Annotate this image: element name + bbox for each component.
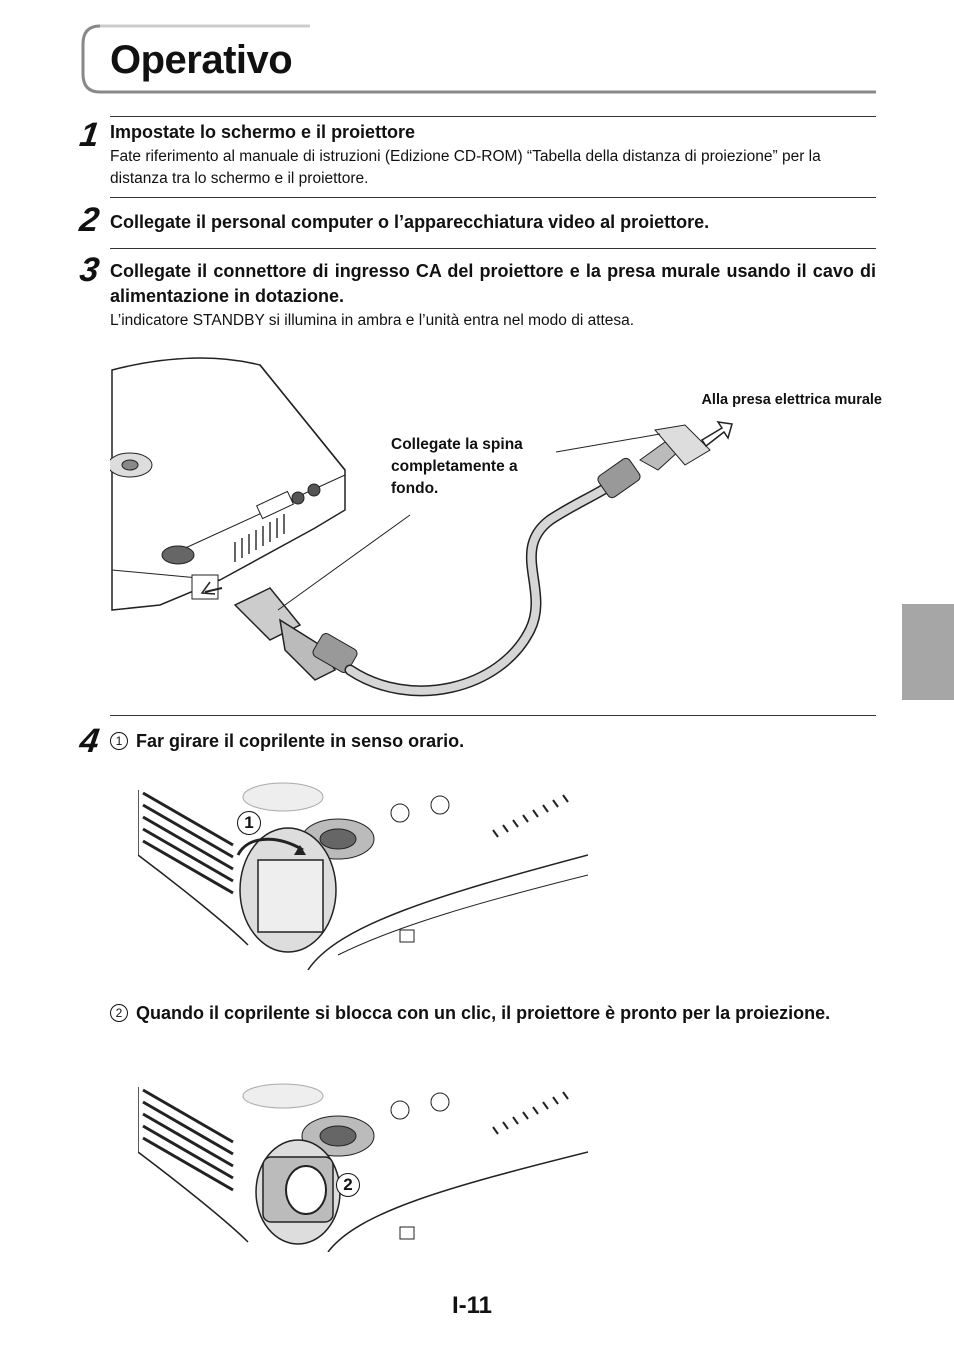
callout-plug: Collegate la spina completamente a fondo… <box>391 436 523 497</box>
step-number: 1 <box>77 116 102 154</box>
step-body: L’indicatore STANDBY si illumina in ambr… <box>110 312 635 329</box>
step-number: 4 <box>77 722 102 760</box>
substep-2: 2 Quando il coprilente si blocca con un c… <box>110 1000 876 1026</box>
divider <box>110 116 876 117</box>
page-number: I-11 <box>452 1292 493 1319</box>
page-title: Operativo <box>110 38 293 82</box>
substep-text: Quando il coprilente si blocca con un cl… <box>136 1003 831 1023</box>
step-number: 3 <box>77 251 102 289</box>
callout-marker: 2 <box>336 1173 360 1197</box>
substep-marker: 2 <box>110 1004 128 1022</box>
lens-cap-locked-illustration: 2 <box>137 1082 589 1253</box>
step-number: 2 <box>77 201 102 239</box>
callout-marker: 1 <box>237 811 261 835</box>
lens-cap-rotate-illustration: 1 <box>137 775 589 971</box>
step-heading: Collegate il connettore di ingresso CA d… <box>110 261 876 306</box>
step-heading: Collegate il personal computer o l’appar… <box>110 212 710 232</box>
divider <box>110 197 876 198</box>
callout-outlet: Alla presa elettrica murale <box>701 392 882 408</box>
section-tab <box>902 604 954 700</box>
divider <box>110 248 876 249</box>
divider <box>110 715 876 716</box>
substep-1: 1 Far girare il coprilente in senso orari… <box>110 728 876 754</box>
title-frame <box>80 24 876 94</box>
step-body: Fate riferimento al manuale di istruzion… <box>110 148 821 187</box>
step-heading: Impostate lo schermo e il proiettore <box>110 122 416 142</box>
power-connection-illustration: Collegate la spina completamente a fondo… <box>107 350 882 710</box>
substep-text: Far girare il coprilente in senso orario… <box>136 731 465 751</box>
substep-marker: 1 <box>110 732 128 750</box>
